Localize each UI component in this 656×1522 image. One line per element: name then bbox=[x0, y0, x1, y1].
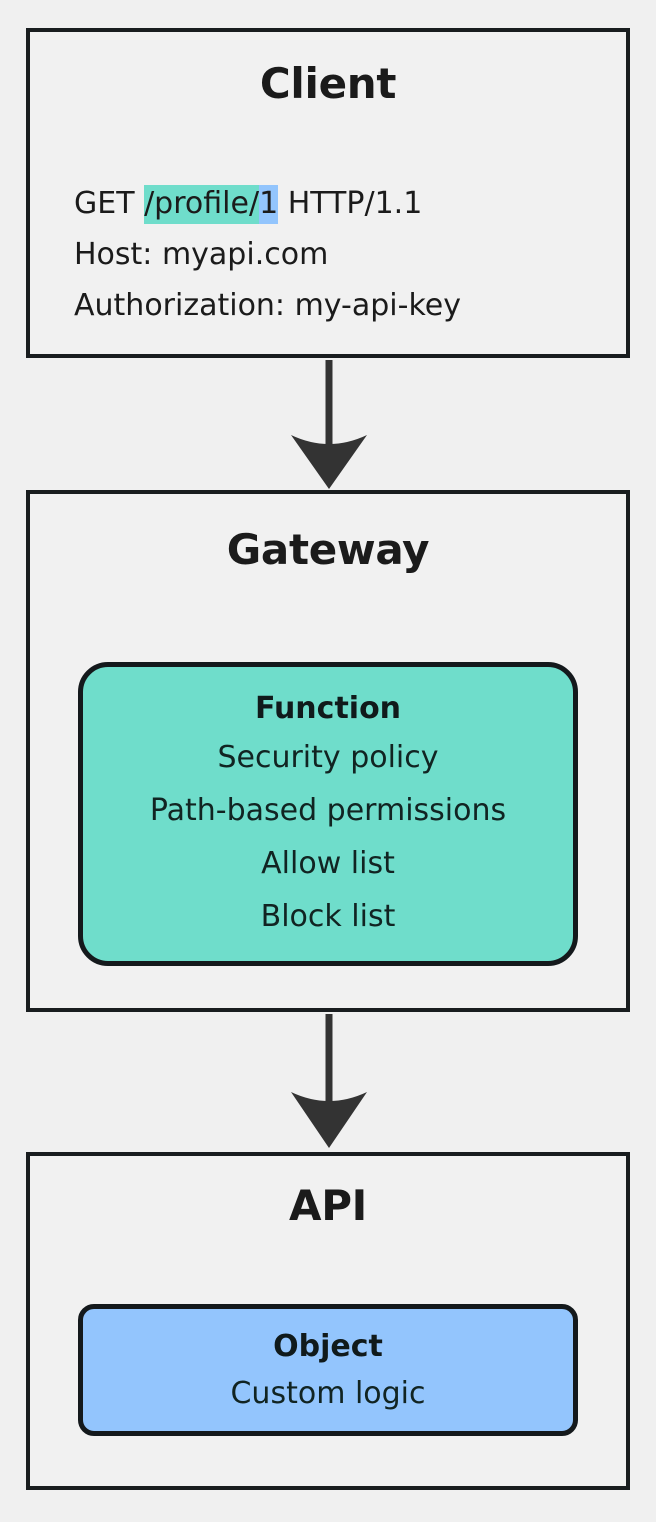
request-id-highlight: 1 bbox=[259, 185, 279, 224]
function-item: Security policy bbox=[217, 739, 439, 775]
node-client[interactable]: Client GET /profile/1 HTTP/1.1 Host: mya… bbox=[26, 28, 630, 358]
function-title: Function bbox=[254, 690, 402, 726]
function-item: Block list bbox=[260, 898, 396, 934]
node-api-title: API bbox=[288, 1181, 367, 1230]
request-line-3: Authorization: my-api-key bbox=[74, 288, 461, 323]
node-client-title: Client bbox=[259, 59, 397, 108]
function-item: Allow list bbox=[261, 845, 395, 881]
request-method: GET bbox=[74, 186, 145, 221]
node-gateway-title: Gateway bbox=[226, 525, 430, 574]
subnode-function[interactable]: Function Security policy Path-based perm… bbox=[78, 662, 578, 966]
object-item: Custom logic bbox=[230, 1376, 426, 1411]
object-title: Object bbox=[273, 1329, 383, 1364]
request-line-2: Host: myapi.com bbox=[74, 237, 329, 272]
request-line-1: GET /profile/1 HTTP/1.1 bbox=[74, 178, 461, 229]
subnode-object[interactable]: Object Custom logic bbox=[78, 1304, 578, 1436]
client-request-block: GET /profile/1 HTTP/1.1 Host: myapi.com … bbox=[74, 178, 461, 331]
function-item: Path-based permissions bbox=[149, 792, 507, 828]
request-protocol: HTTP/1.1 bbox=[278, 186, 423, 221]
request-path-highlight: /profile/ bbox=[144, 185, 260, 224]
